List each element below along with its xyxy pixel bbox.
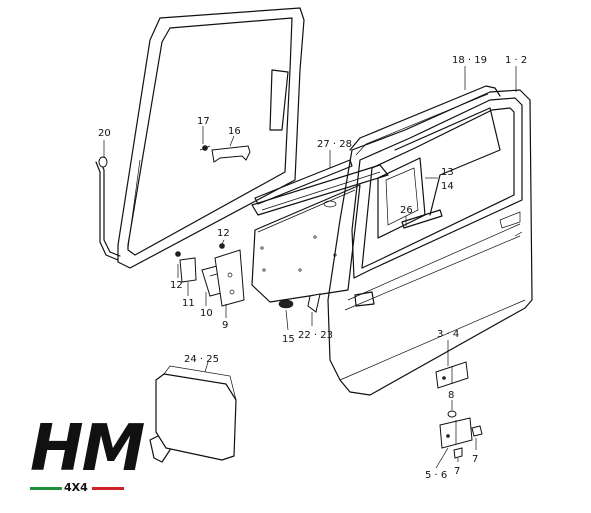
callout-20: 20 [98, 128, 111, 139]
grommet-15 [278, 299, 294, 309]
callout-18-19: 18 · 19 [452, 55, 487, 66]
clip-22-23 [307, 293, 321, 313]
door-shell [327, 89, 533, 396]
callout-5-6: 5 · 6 [425, 470, 447, 481]
callout-labels: 20 17 16 27 · 28 18 · 19 1 · 2 13 14 26 … [98, 55, 527, 481]
logo-flag-red [92, 487, 124, 490]
callout-10: 10 [200, 308, 213, 319]
callout-13: 13 [441, 167, 454, 178]
window-glass-run-frame [95, 7, 305, 269]
logo-text: HM [30, 412, 145, 486]
callout-17: 17 [197, 116, 210, 127]
side-mirror-24-25 [149, 365, 237, 463]
callout-12-lower: 12 [170, 280, 183, 291]
callout-7-lower: 7 [454, 466, 460, 477]
callout-27-28: 27 · 28 [317, 139, 352, 150]
logo-subtext: 4X4 [64, 481, 88, 494]
lower-hinge-5-6 [439, 417, 473, 449]
callout-12-upper: 12 [217, 228, 230, 239]
glass-channel-26 [401, 209, 443, 229]
callout-1-2: 1 · 2 [505, 55, 527, 66]
callout-15: 15 [282, 334, 295, 345]
belt-weatherstrip [254, 159, 353, 205]
callout-8: 8 [448, 390, 454, 401]
leader-lines [103, 66, 517, 469]
washer-8 [447, 410, 457, 418]
hm4x4-logo: HM 4X4 [30, 412, 147, 494]
door-sash-frame [349, 85, 501, 156]
callout-24-25: 24 · 25 [184, 354, 219, 365]
callout-22-23: 22 · 23 [298, 330, 333, 341]
callout-14: 14 [441, 181, 454, 192]
door-trim-panel [251, 164, 389, 303]
callout-16: 16 [228, 126, 241, 137]
upper-hinge-3-4 [435, 361, 469, 389]
inside-handle-16 [199, 145, 251, 163]
callout-3-4: 3 · 4 [437, 329, 459, 340]
callout-7-right: 7 [472, 454, 478, 465]
callout-9: 9 [222, 320, 228, 331]
callout-11: 11 [182, 298, 195, 309]
bolt-7 [453, 425, 483, 459]
hinge-9 [214, 243, 245, 307]
callout-26: 26 [400, 205, 413, 216]
bracket-11 [175, 251, 197, 283]
logo-flag-green [30, 487, 62, 490]
